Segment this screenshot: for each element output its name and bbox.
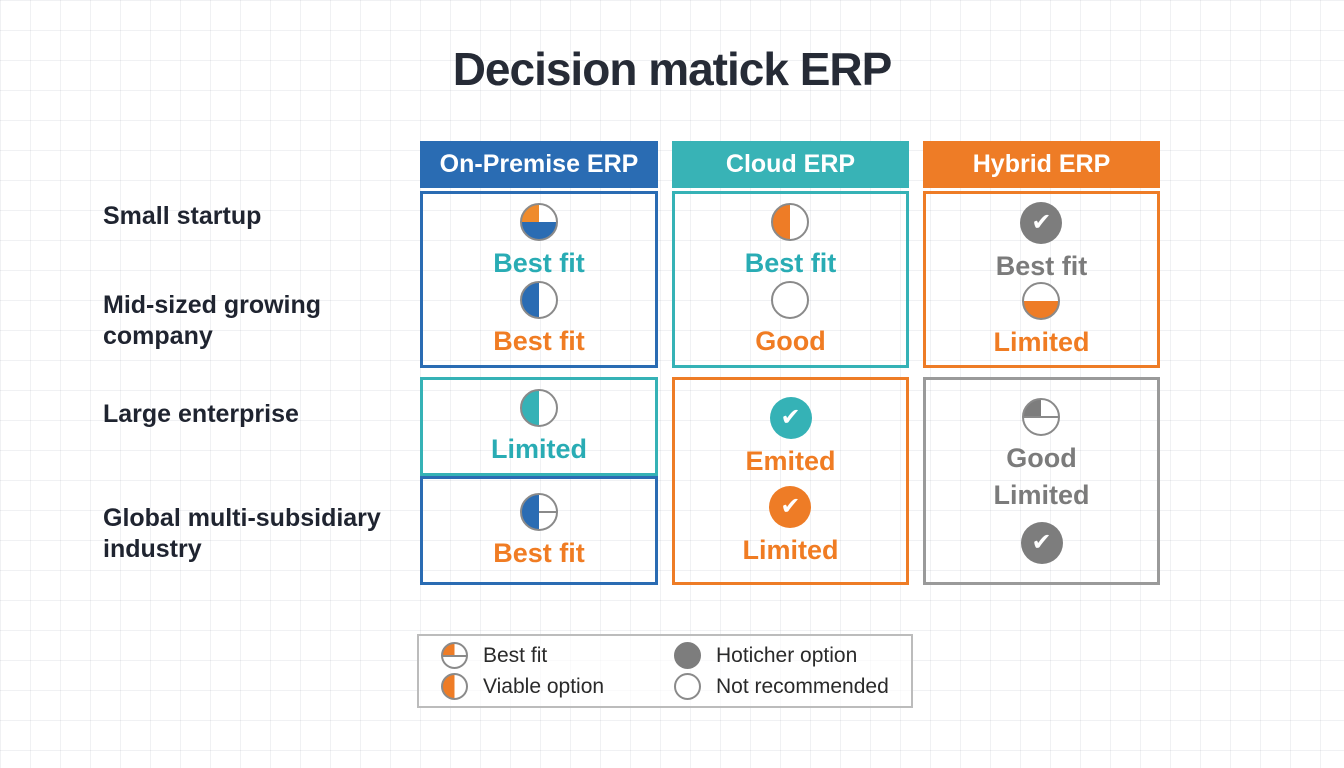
rating-entry: Best fit xyxy=(744,203,837,278)
rating-label: Best fit xyxy=(493,538,585,568)
cell-on-premise-rows1-2: Best fit Best fit xyxy=(420,191,658,368)
pie-bottom-half-orange-icon xyxy=(1022,282,1061,321)
cell-cloud-rows3-4: Emited Limited xyxy=(672,377,909,585)
legend-label: Hoticher option xyxy=(716,643,858,667)
rating-entry xyxy=(1020,522,1063,564)
page-title: Decision matick ERP xyxy=(452,43,893,95)
rating-entry: Limited xyxy=(491,389,587,464)
cell-on-premise-row4: Best fit xyxy=(420,476,658,585)
column-header-cloud: Cloud ERP xyxy=(672,141,909,188)
rating-label: Best fit xyxy=(995,250,1088,281)
cell-hybrid-rows1-2: Best fit Limited xyxy=(923,191,1160,368)
rating-entry: Limited xyxy=(742,486,839,566)
circle-empty-icon xyxy=(771,281,810,319)
pie-half-blue-quartered-icon xyxy=(519,493,558,531)
pie-quarter-gray-icon xyxy=(1022,398,1061,436)
rating-entry: Good xyxy=(755,281,826,356)
pie-half-teal-icon xyxy=(519,389,558,427)
rating-entry: Best fit xyxy=(493,493,585,568)
rating-entry: Best fit xyxy=(493,203,585,278)
rating-label: Good xyxy=(755,326,826,356)
pie-half-orange-icon xyxy=(771,203,810,241)
rating-entry: Limited xyxy=(993,282,1090,358)
pie-half-orange-icon xyxy=(441,673,468,700)
rating-entry: Emited xyxy=(745,396,836,476)
rating-label: Limited xyxy=(742,535,839,566)
legend-label: Not recommended xyxy=(716,674,889,698)
column-header-on-premise: On-Premise ERP xyxy=(420,141,658,188)
check-circle-gray-icon xyxy=(1020,201,1063,244)
legend: Best fit Viable option Hoticher option N… xyxy=(417,634,913,708)
cell-hybrid-rows3-4: Good Limited xyxy=(923,377,1160,585)
legend-item-viable-option: Viable option xyxy=(441,673,674,700)
rating-label: Limited xyxy=(490,434,587,464)
circle-solid-gray-icon xyxy=(674,642,701,669)
check-circle-orange-icon xyxy=(769,486,812,529)
rating-label: Limited xyxy=(993,480,1090,510)
rating-label: Limited xyxy=(993,327,1090,358)
check-circle-teal-icon xyxy=(769,396,812,439)
cell-on-premise-row3: Limited xyxy=(420,377,658,476)
row-label-mid-sized: Mid-sized growing company xyxy=(103,291,322,350)
check-circle-gray-icon xyxy=(1020,522,1063,564)
rating-label: Good xyxy=(1006,443,1077,473)
rating-label: Emited xyxy=(745,445,836,476)
rating-label: Best fit xyxy=(493,326,585,356)
legend-label: Best fit xyxy=(483,643,548,667)
rating-entry: Best fit xyxy=(493,281,585,356)
legend-item-not-recommended: Not recommended xyxy=(674,673,907,700)
column-header-hybrid: Hybrid ERP xyxy=(923,141,1160,188)
legend-label: Viable option xyxy=(483,674,605,698)
pie-quarter-orange-icon xyxy=(441,642,468,669)
legend-item-hoticher-option: Hoticher option xyxy=(674,642,907,669)
rating-entry: Good Limited xyxy=(993,398,1090,510)
circle-empty-icon xyxy=(674,673,701,700)
cell-cloud-rows1-2: Best fit Good xyxy=(672,191,909,368)
rating-label: Best fit xyxy=(744,248,837,278)
row-label-small-startup: Small startup xyxy=(103,202,262,230)
legend-item-best-fit: Best fit xyxy=(441,642,674,669)
pie-half-blue-icon xyxy=(519,281,558,319)
row-label-large-enterprise: Large enterprise xyxy=(103,400,299,428)
rating-label: Best fit xyxy=(493,248,585,278)
row-label-global-multi-subsidiary: Global multi-subsidiary industry xyxy=(103,504,381,563)
pie-quarter-orange-bottom-blue-icon xyxy=(519,203,558,241)
rating-entry: Best fit xyxy=(995,201,1088,281)
